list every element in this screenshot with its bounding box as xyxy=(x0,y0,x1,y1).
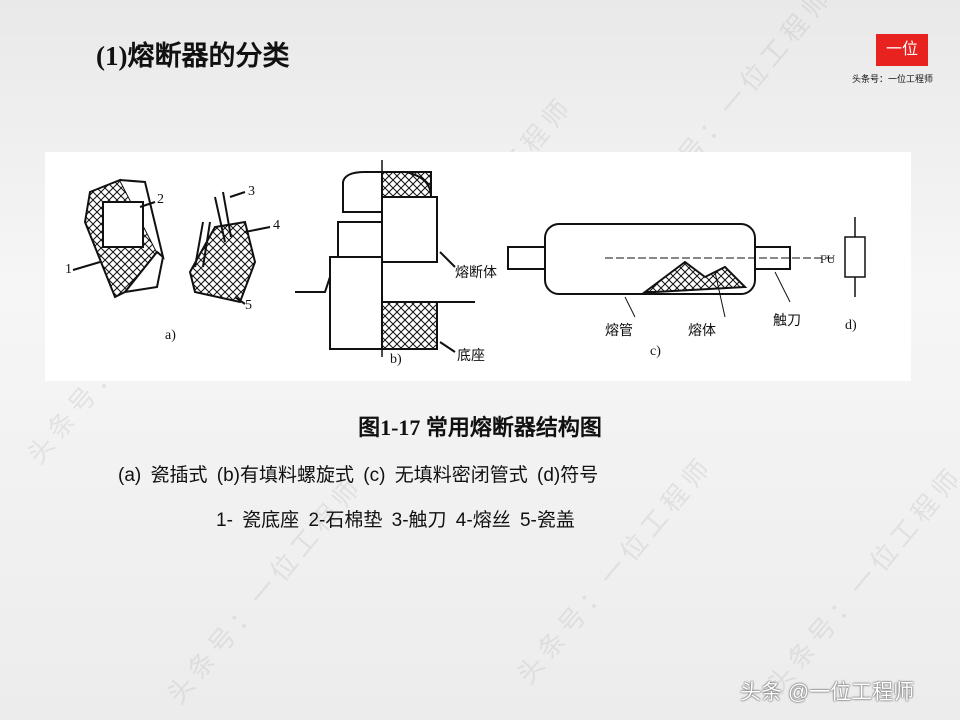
cartridge-fuse-drawing xyxy=(507,223,835,318)
figure-caption: 图1-17 常用熔断器结构图 xyxy=(358,415,602,440)
watermark: 头条号：一位工程师 xyxy=(761,459,960,700)
watermark: 头条号：一位工程师 xyxy=(161,469,370,710)
label-5: 5 xyxy=(245,298,252,313)
legend-parts: 1- 瓷底座 2-石棉垫 3-触刀 4-熔丝 5-瓷盖 xyxy=(216,510,575,531)
label-3: 3 xyxy=(248,184,255,199)
label-a: a) xyxy=(165,328,176,343)
fuse-drawings xyxy=(72,160,866,357)
label-fuse-body: 熔断体 xyxy=(455,266,497,281)
label-fu: FU xyxy=(820,252,836,266)
legend-types: (a) 瓷插式 (b)有填料螺旋式 (c) 无填料密闭管式 (d)符号 xyxy=(118,465,599,486)
fuse-symbol-drawing xyxy=(844,217,866,297)
label-c: c) xyxy=(650,344,661,359)
logo: 一位 xyxy=(876,34,928,66)
label-base: 底座 xyxy=(457,349,485,364)
porcelain-cover-drawing xyxy=(188,191,271,305)
label-2: 2 xyxy=(157,192,164,207)
label-4: 4 xyxy=(273,218,280,233)
label-tube: 熔管 xyxy=(605,324,633,339)
fuse-structure-figure: 1 2 3 4 5 a) b) c) d) 熔断体 底座 熔管 熔体 触刀 FU xyxy=(45,152,911,381)
label-b: b) xyxy=(390,352,402,367)
label-blade: 触刀 xyxy=(773,314,801,329)
logo-subtitle: 头条号：一位工程师 xyxy=(852,74,934,84)
label-d: d) xyxy=(845,318,857,333)
label-melt: 熔体 xyxy=(688,324,716,339)
porcelain-base-drawing xyxy=(72,178,165,299)
screw-fuse-drawing xyxy=(295,160,475,357)
label-1: 1 xyxy=(65,262,72,277)
credit-watermark: 头条 @一位工程师 xyxy=(740,681,915,704)
slide-title: (1)熔断器的分类 xyxy=(96,41,290,71)
